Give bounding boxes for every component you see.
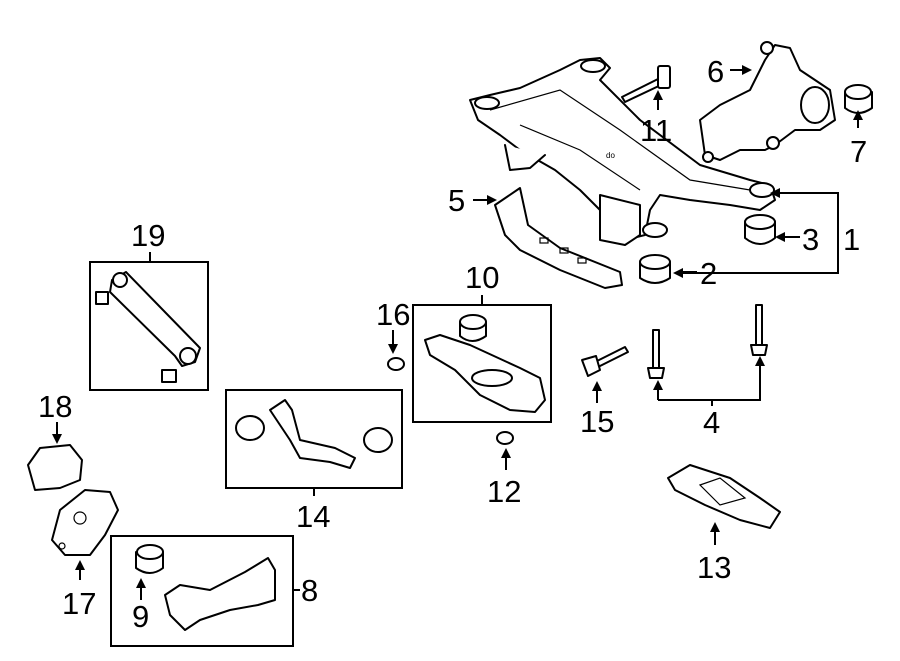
svg-text:do: do (606, 151, 615, 160)
bolt-15 (581, 346, 629, 377)
callout-4: 4 (703, 405, 720, 440)
cover-18 (27, 444, 83, 491)
callout-8: 8 (301, 573, 318, 608)
bushing-3 (744, 214, 776, 245)
callout-6: 6 (707, 54, 724, 89)
callout-19: 19 (131, 218, 165, 253)
callout-labels: 1 2 3 4 5 6 7 8 9 10 11 12 13 14 15 16 1… (38, 54, 867, 634)
subframe-crossmember: do (469, 57, 776, 246)
washer-16 (387, 357, 405, 371)
callout-18: 18 (38, 389, 72, 424)
trailing-arm-8 (135, 544, 276, 631)
bushing-7 (844, 84, 873, 114)
callout-7: 7 (850, 134, 867, 169)
bracket-13 (667, 464, 781, 529)
callout-17: 17 (62, 586, 96, 621)
callout-2: 2 (700, 256, 717, 291)
callout-5: 5 (448, 183, 465, 218)
bolts-4 (647, 304, 768, 379)
brace-part (494, 187, 623, 289)
callout-9: 9 (132, 599, 149, 634)
callout-14: 14 (296, 499, 330, 534)
lower-arm-10 (424, 314, 546, 413)
bolt-11 (621, 65, 671, 103)
washer-12 (496, 431, 514, 445)
callout-11: 11 (640, 113, 672, 148)
mount-17 (51, 489, 119, 556)
bushing-2 (639, 254, 671, 284)
callout-3: 3 (802, 222, 819, 257)
callout-16: 16 (376, 297, 410, 332)
callout-12: 12 (487, 474, 521, 509)
callout-13: 13 (697, 550, 731, 585)
callout-1: 1 (843, 222, 860, 257)
link-arm-19 (95, 271, 201, 383)
callout-15: 15 (580, 404, 614, 439)
callout-10: 10 (465, 260, 499, 295)
knuckle (699, 41, 836, 163)
toe-link-14 (235, 399, 393, 469)
leader-lines (52, 65, 863, 600)
